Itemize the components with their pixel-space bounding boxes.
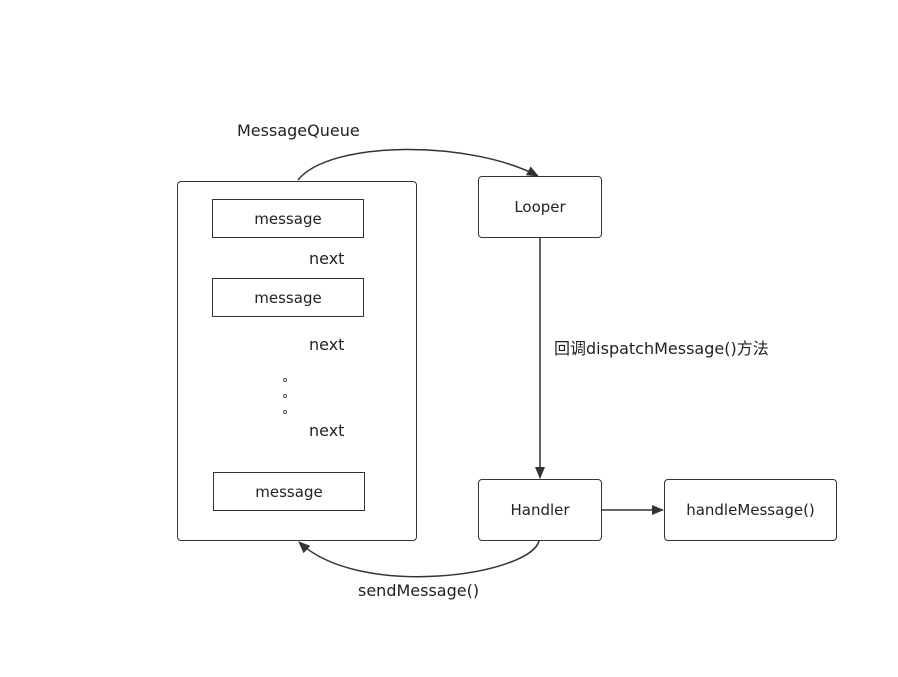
- ellipsis-dot-3: [283, 410, 287, 414]
- message-queue-title: MessageQueue: [237, 121, 360, 140]
- handler-to-queue-arrow: [298, 540, 540, 578]
- dispatch-message-label: 回调dispatchMessage()方法: [554, 339, 769, 358]
- handle-message-box: handleMessage(): [664, 479, 837, 541]
- message-box-1: message: [212, 199, 364, 238]
- message-box-2: message: [212, 278, 364, 317]
- looper-box: Looper: [478, 176, 602, 238]
- next-label-2: next: [309, 335, 345, 354]
- ellipsis-dot-2: [283, 394, 287, 398]
- next-label-1: next: [309, 249, 345, 268]
- next-label-3: next: [309, 421, 345, 440]
- queue-to-looper-arrow: [297, 148, 539, 181]
- handler-box: Handler: [478, 479, 602, 541]
- message-box-3: message: [213, 472, 365, 511]
- send-message-label: sendMessage(): [358, 581, 480, 600]
- ellipsis-dot-1: [283, 378, 287, 382]
